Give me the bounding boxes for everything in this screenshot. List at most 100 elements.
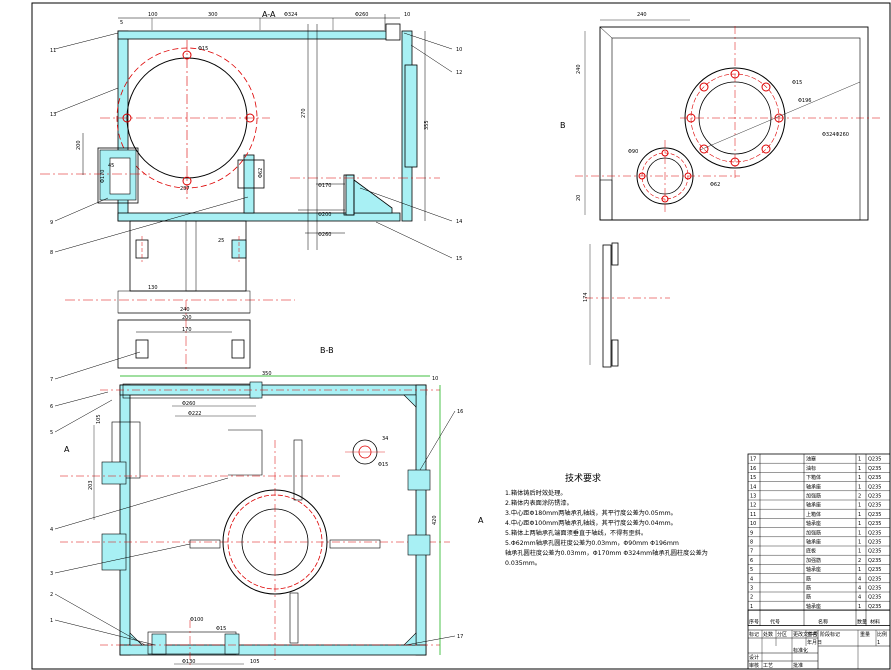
- bom-cell: 轴承座: [806, 566, 821, 573]
- bom-cell: 1: [858, 530, 861, 536]
- svg-text:Φ15: Φ15: [378, 462, 388, 468]
- svg-text:10: 10: [432, 376, 438, 382]
- bom-cell: 1: [858, 457, 861, 463]
- tb-approve: 批准: [793, 662, 803, 669]
- tb-date: 年月日: [807, 639, 822, 646]
- svg-text:Φ62: Φ62: [258, 168, 264, 178]
- tech-line-5: 5.箱体上两轴承孔端面须垂直于轴线，不得有歪斜。: [505, 529, 647, 537]
- svg-text:20: 20: [576, 195, 582, 201]
- technical-requirements: 技术要求 1.箱体铸后时效处理。 2.箱体内表面涂防锈漆。 3.中心距Φ180m…: [505, 472, 708, 567]
- bom-cell: Q235: [868, 604, 881, 610]
- svg-text:12: 12: [456, 70, 462, 76]
- svg-text:8: 8: [50, 250, 53, 256]
- bom-cell: 1: [858, 512, 861, 518]
- bom-cell: Q235: [868, 540, 881, 546]
- svg-text:270: 270: [301, 108, 307, 118]
- svg-text:5: 5: [120, 20, 123, 26]
- svg-text:100: 100: [148, 12, 158, 18]
- bom-header-cell: 材料: [870, 619, 880, 626]
- bom-header-cell: 序号: [749, 619, 759, 626]
- bom-cell: 轴承座: [806, 539, 821, 546]
- svg-text:Φ260: Φ260: [318, 232, 331, 238]
- bom-header-cell: 名称: [818, 619, 828, 626]
- bom-cell: Q235: [868, 457, 881, 463]
- svg-text:Φ196: Φ196: [798, 98, 811, 104]
- view-a-marker-left: A: [64, 445, 70, 454]
- svg-text:130: 130: [148, 285, 158, 291]
- bom-cell: 1: [858, 521, 861, 527]
- bom-cell: 17: [750, 457, 756, 463]
- bom-cell: Q235: [868, 567, 881, 573]
- tb-stage: 阶段标记: [820, 631, 840, 638]
- bom-header-cell: 数量: [857, 619, 867, 626]
- svg-text:Φ100: Φ100: [190, 617, 203, 623]
- dimension-labels: 100 300 Φ324 Φ260 5 10 Φ15 270 355 200 4…: [76, 12, 849, 665]
- bom-cell: Q235: [868, 530, 881, 536]
- svg-text:Φ15: Φ15: [792, 80, 802, 86]
- tech-line-8: 0.035mm。: [505, 560, 541, 567]
- svg-text:355: 355: [424, 120, 430, 130]
- bom-cell: 4: [858, 595, 861, 601]
- bom-cell: Q235: [868, 549, 881, 555]
- bom-cell: 10: [750, 521, 756, 527]
- bom-cell: 13: [750, 494, 756, 500]
- svg-text:Φ200: Φ200: [318, 212, 331, 218]
- tb-design: 设计: [749, 654, 759, 661]
- bom-cell: 11: [750, 512, 756, 518]
- svg-text:105: 105: [250, 659, 260, 665]
- svg-text:240: 240: [180, 307, 190, 313]
- section-b-b-label: B-B: [320, 346, 334, 355]
- bom-header-cell: 代号: [770, 619, 780, 626]
- bom-cell: 8: [750, 540, 753, 546]
- bom-cell: 筋: [806, 594, 811, 601]
- tb-process: 工艺: [763, 663, 773, 669]
- svg-text:350: 350: [262, 371, 272, 377]
- svg-text:174: 174: [583, 292, 589, 302]
- svg-text:Φ222: Φ222: [188, 411, 201, 417]
- bom-cell: 下箱体: [806, 474, 821, 481]
- svg-text:420: 420: [432, 515, 438, 525]
- bom-cell: 轴承座: [806, 520, 821, 527]
- svg-text:3: 3: [50, 571, 53, 577]
- tech-line-6: 5.Φ62mm轴承孔圆柱度公差为0.03mm，Φ90mm Φ196mm: [505, 539, 679, 547]
- bom-cell: 1: [858, 540, 861, 546]
- bom-cell: 筋: [806, 585, 811, 592]
- view-b-marker: B: [560, 121, 566, 130]
- leader-lines: [54, 32, 456, 646]
- bom-cell: 轴承座: [806, 603, 821, 610]
- bom-cell: 1: [858, 567, 861, 573]
- svg-text:Φ260: Φ260: [355, 12, 368, 18]
- svg-text:25: 25: [218, 238, 224, 244]
- title-block: 标记 处数 分区 更改文件号 签名 年月日 设计 标准化 审核 工艺 批准 阶段…: [747, 609, 891, 670]
- svg-text:237: 237: [180, 186, 190, 192]
- bom-cell: 9: [750, 530, 753, 536]
- bom-cell: Q235: [868, 494, 881, 500]
- tb-mark: 标记: [749, 631, 759, 638]
- bom-cell: Q235: [868, 521, 881, 527]
- bom-cell: Q235: [868, 576, 881, 582]
- svg-text:200: 200: [182, 315, 192, 321]
- svg-text:1: 1: [50, 618, 53, 624]
- svg-text:17: 17: [457, 634, 463, 640]
- svg-text:240: 240: [637, 12, 647, 18]
- tb-scale: 比例: [877, 631, 887, 638]
- bom-cell: 油标: [806, 465, 816, 472]
- tech-line-7: 轴承孔圆柱度公差为0.03mm，Φ170mm Φ324mm轴承孔圆柱度公差为: [505, 549, 708, 557]
- bom-cell: 轴承座: [806, 483, 821, 490]
- svg-text:4: 4: [50, 527, 53, 533]
- bom-cell: 加强筋: [806, 557, 821, 564]
- svg-text:170: 170: [182, 327, 192, 333]
- a-a-base-support: [65, 220, 295, 372]
- tb-weight: 重量: [860, 631, 870, 638]
- svg-text:10: 10: [456, 47, 462, 53]
- tech-line-3: 3.中心距Φ180mm两轴承孔轴线，其平行度公差为0.05mm。: [505, 509, 677, 517]
- bom-cell: 上箱体: [806, 511, 821, 518]
- svg-text:13: 13: [50, 112, 56, 118]
- svg-text:34: 34: [382, 436, 388, 442]
- bom-cell: 4: [750, 576, 753, 582]
- svg-text:7: 7: [50, 377, 53, 383]
- svg-text:Φ260: Φ260: [182, 401, 195, 407]
- bom-cell: 2: [750, 595, 753, 601]
- bom-cell: Q235: [868, 558, 881, 564]
- drawing-border: [31, 2, 891, 670]
